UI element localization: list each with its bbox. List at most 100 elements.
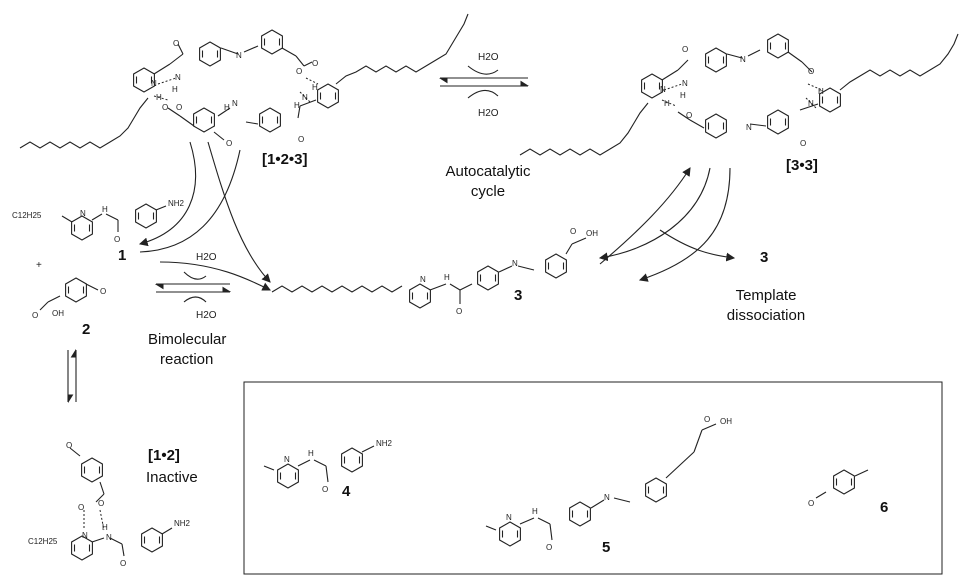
h-atom: H xyxy=(102,523,108,532)
o-atom: O xyxy=(114,235,120,244)
o-atom: O xyxy=(704,415,710,424)
inactive-label: Inactive xyxy=(146,469,198,486)
curved-arrows-right xyxy=(598,167,736,282)
n-atom: N xyxy=(82,531,88,540)
n-atom: N xyxy=(604,493,610,502)
water-label: H2O xyxy=(478,108,499,119)
o-atom: O xyxy=(66,441,72,450)
o-atom: O xyxy=(176,103,182,112)
alkyl-label: C12H25 xyxy=(12,211,42,220)
alkyl-label: C12H25 xyxy=(28,537,58,546)
o-atom: O xyxy=(162,103,168,112)
label-compound-5: 5 xyxy=(602,539,610,556)
water-label: H2O xyxy=(196,310,217,321)
h-atom: H xyxy=(172,85,178,94)
o-atom: O xyxy=(32,311,38,320)
nh2-label: NH2 xyxy=(174,519,191,528)
h-atom: H xyxy=(818,87,824,96)
h-atom: H xyxy=(444,273,450,282)
oh-label: OH xyxy=(52,309,64,318)
water-label: H2O xyxy=(478,52,499,63)
h-atom: H xyxy=(308,449,314,458)
bimolecular-label-2: reaction xyxy=(160,351,213,368)
h-atom: H xyxy=(680,91,686,100)
compound-1-structure xyxy=(61,203,167,241)
nh2-label: NH2 xyxy=(376,439,393,448)
o-atom: O xyxy=(120,559,126,568)
o-atom: O xyxy=(98,499,104,508)
bimolecular-label: Bimolecular xyxy=(148,331,226,348)
water-equilibrium-mid xyxy=(154,271,232,303)
template-label: Template xyxy=(736,287,797,304)
h-atom: H xyxy=(312,83,318,92)
n-atom: N xyxy=(420,275,426,284)
n-atom: N xyxy=(808,99,814,108)
compound-4-structure xyxy=(263,445,375,489)
control-compounds-box xyxy=(243,381,943,575)
label-compound-3-released: 3 xyxy=(760,249,768,266)
o-atom: O xyxy=(322,485,328,494)
o-atom: O xyxy=(456,307,462,316)
n-atom: N xyxy=(106,533,112,542)
n-atom: N xyxy=(236,51,242,60)
complex-33-structure: N N H H O N O H N N O O xyxy=(519,33,959,156)
compound-3-structure xyxy=(271,237,587,309)
h-atom: H xyxy=(294,101,300,110)
h-atom: H xyxy=(224,103,230,112)
label-compound-4: 4 xyxy=(342,483,351,500)
o-atom: O xyxy=(312,59,318,68)
o-atom: O xyxy=(546,543,552,552)
compound-6-structure xyxy=(815,469,869,499)
compound-5-structure xyxy=(485,423,717,547)
curved-arrows-left xyxy=(138,141,271,291)
h-atom: H xyxy=(664,99,670,108)
n-atom: N xyxy=(151,79,157,88)
label-compound-6: 6 xyxy=(880,499,888,516)
plus-sign: + xyxy=(36,260,42,271)
n-atom: N xyxy=(284,455,290,464)
n-atom: N xyxy=(740,55,746,64)
n-atom: N xyxy=(302,93,308,102)
label-complex-12: [1•2] xyxy=(148,447,180,464)
autocatalytic-label-2: cycle xyxy=(471,183,505,200)
n-atom: N xyxy=(232,99,238,108)
n-atom: N xyxy=(506,513,512,522)
label-compound-2: 2 xyxy=(82,321,90,338)
o-atom: O xyxy=(686,111,692,120)
o-atom: O xyxy=(298,135,304,144)
o-atom: O xyxy=(800,139,806,148)
complex-12-structure xyxy=(69,447,173,561)
oh-label: OH xyxy=(720,417,732,426)
h-atom: H xyxy=(156,93,162,102)
label-complex-123: [1•2•3] xyxy=(262,151,308,168)
o-atom: O xyxy=(570,227,576,236)
o-atom: O xyxy=(682,45,688,54)
label-compound-1: 1 xyxy=(118,247,126,264)
complex-123-structure: N N H H O N O O H N H N H O O O O xyxy=(19,13,469,149)
o-atom: O xyxy=(296,67,302,76)
template-label-2: dissociation xyxy=(727,307,805,324)
compound-2-structure xyxy=(39,277,99,311)
n-atom: N xyxy=(175,73,181,82)
h-atom: H xyxy=(532,507,538,516)
n-atom: N xyxy=(512,259,518,268)
oh-label: OH xyxy=(586,229,598,238)
water-equilibrium-top xyxy=(438,65,530,99)
label-complex-33: [3•3] xyxy=(786,157,818,174)
label-compound-3: 3 xyxy=(514,287,522,304)
water-label: H2O xyxy=(196,252,217,263)
h-atom: H xyxy=(102,205,108,214)
n-atom: N xyxy=(682,79,688,88)
vertical-equilibrium xyxy=(67,348,77,404)
n-atom: N xyxy=(746,123,752,132)
o-atom: O xyxy=(78,503,84,512)
o-atom: O xyxy=(808,499,814,508)
o-atom: O xyxy=(808,67,814,76)
autocatalytic-label: Autocatalytic xyxy=(445,163,531,180)
o-atom: O xyxy=(173,39,179,48)
nh2-label: NH2 xyxy=(168,199,185,208)
o-atom: O xyxy=(100,287,106,296)
o-atom: O xyxy=(226,139,232,148)
n-atom: N xyxy=(80,209,86,218)
